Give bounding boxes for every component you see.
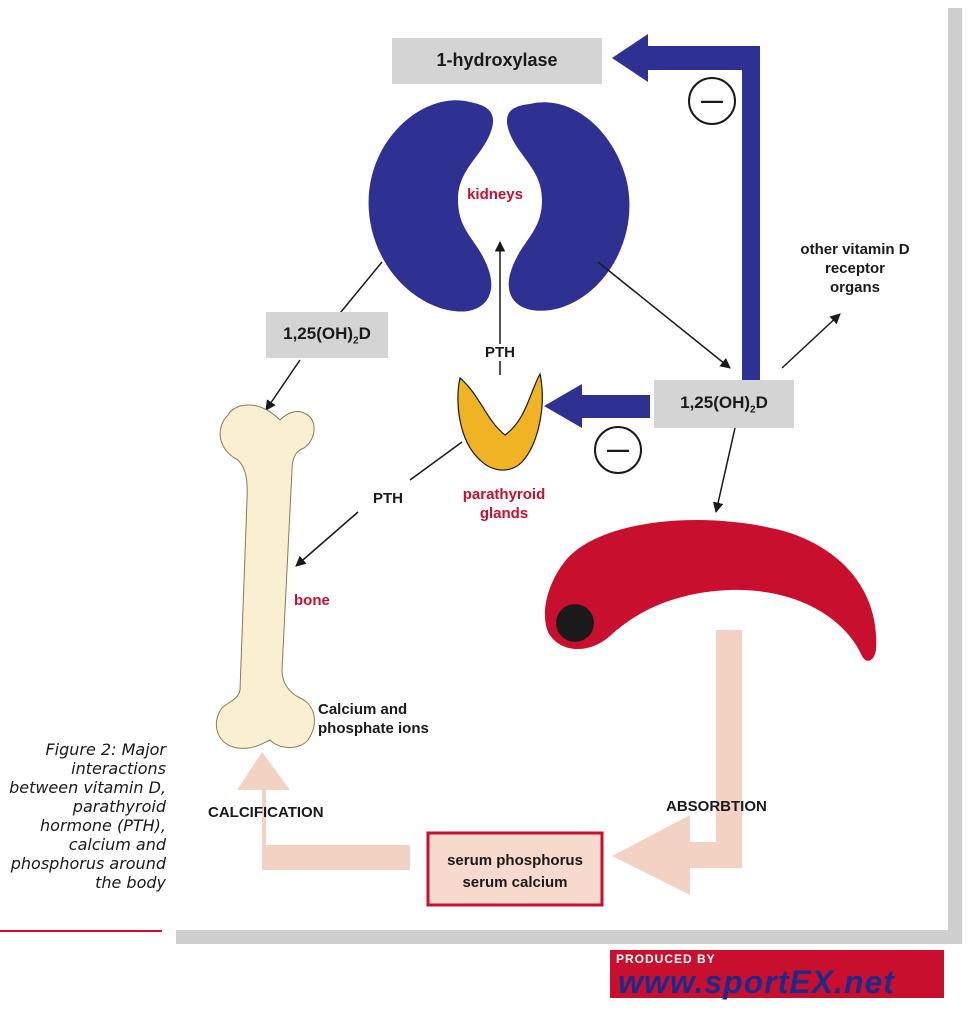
kidneys-shape (368, 100, 630, 312)
pth-left-label: PTH (364, 490, 412, 507)
vitamin-d-box-left (266, 312, 388, 358)
vitamin-d-right-main: 1,25(OH) (680, 393, 751, 412)
parathyroid-label: parathyroid glands (462, 486, 546, 522)
absorption-label: ABSORBTION (666, 798, 767, 815)
serum-calcium-label: serum calcium (462, 874, 568, 891)
other-organs-label: other vitamin D receptor organs (800, 241, 910, 296)
caption-rule (0, 930, 162, 932)
bone-label: bone (294, 592, 330, 609)
vitamin-d-right-sub: 2 (750, 404, 756, 416)
hydroxylase-label: 1-hydroxylase (436, 50, 558, 70)
pth-up-label: PTH (474, 344, 526, 361)
minus-top-label: — (701, 88, 723, 113)
vitamin-d-right-end: D (755, 393, 768, 412)
credit-produced-by: PRODUCED BY (616, 952, 716, 966)
vitamin-d-right-label: 1,25(OH)2D (654, 393, 794, 415)
kidneys-label: kidneys (467, 186, 523, 203)
vitamin-d-left-end: D (358, 324, 371, 343)
figure-caption: Figure 2: Major interactions between vit… (9, 740, 166, 892)
minus-mid-label: — (607, 437, 629, 462)
calcification-label: CALCIFICATION (208, 804, 324, 821)
intestines-label: intestines (684, 597, 756, 614)
bone-shape (216, 404, 315, 749)
vitamin-d-left-sub: 2 (353, 335, 359, 347)
parathyroid-shape (457, 372, 543, 471)
credit-banner[interactable]: PRODUCED BY www.sportEX.net (610, 950, 944, 1000)
intestines-shape (544, 520, 877, 661)
serum-box (426, 831, 604, 907)
vitamin-d-box-right (654, 380, 794, 428)
negative-feedback-path (544, 34, 760, 428)
thin-arrows (265, 240, 841, 567)
credit-url[interactable]: www.sportEX.net (618, 964, 895, 1000)
calcium-ions-label: Calcium and phosphate ions (318, 701, 429, 737)
serum-phosphorus-label: serum phosphorus (447, 852, 583, 869)
vitamin-d-left-label: 1,25(OH)2D (266, 324, 388, 346)
vitamin-d-left-main: 1,25(OH) (283, 324, 354, 343)
inhibition-circle-mid (594, 426, 642, 474)
hydroxylase-box (392, 38, 602, 84)
inhibition-circle-top (688, 77, 736, 125)
pale-return-arrow (237, 630, 742, 895)
